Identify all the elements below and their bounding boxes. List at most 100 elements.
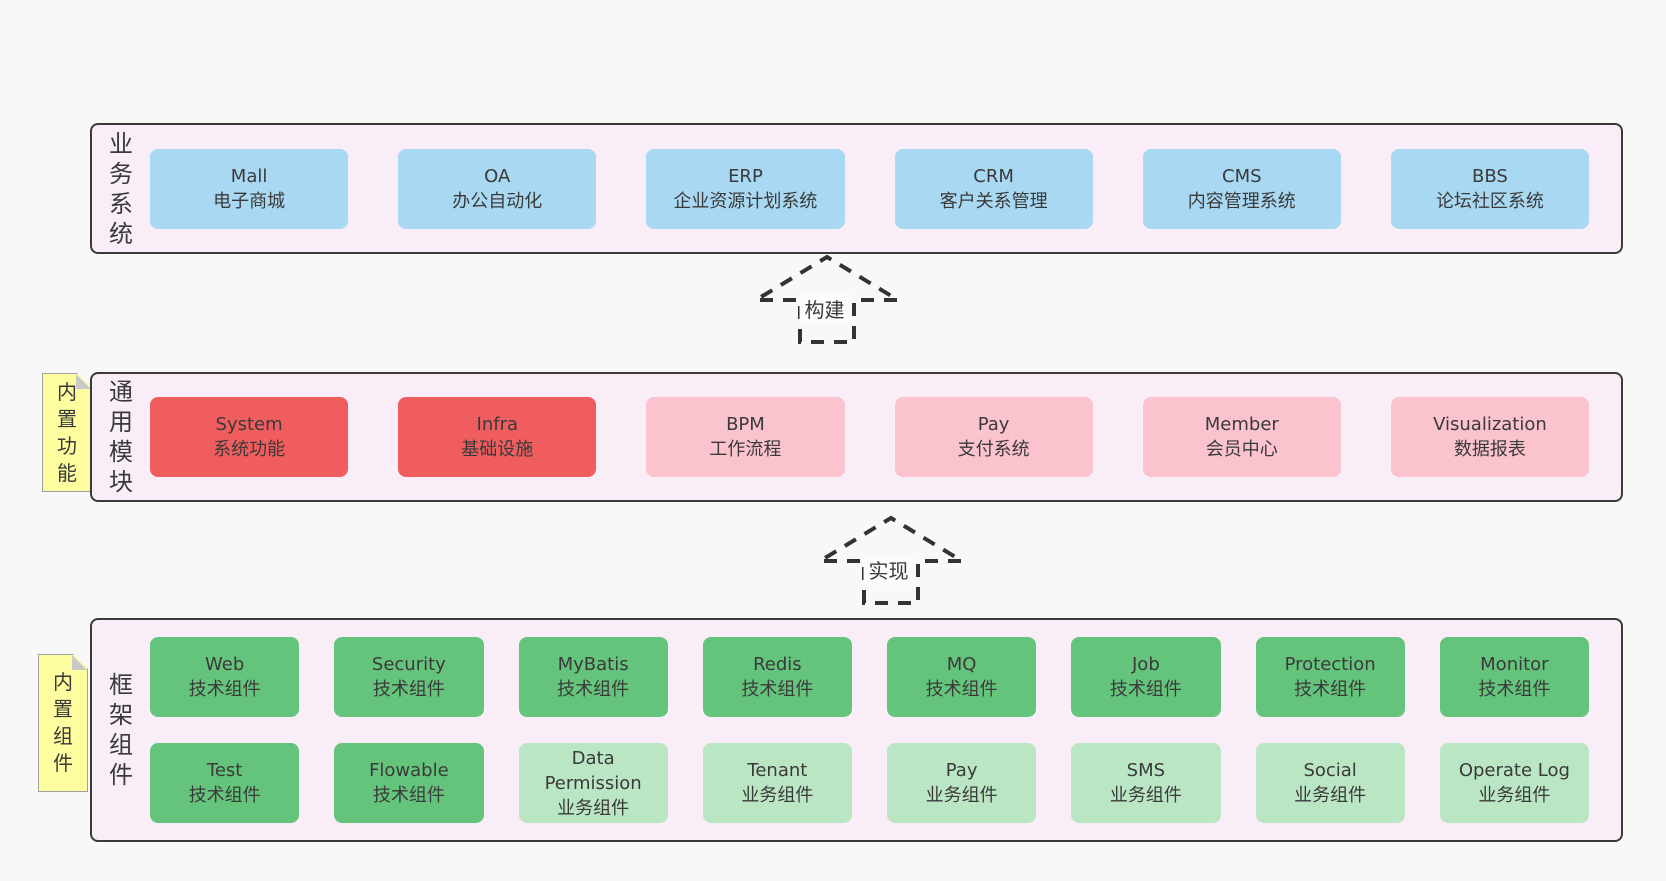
box-title: BBS [1472, 165, 1508, 187]
box-subtitle: 基础设施 [461, 439, 534, 460]
box-title: Mall [230, 165, 268, 187]
box-pay-business: Pay 业务组件 [887, 743, 1037, 823]
box-subtitle: 电子商城 [213, 190, 286, 212]
band-common-modules: 通用模块 System 系统功能 Infra 基础设施 BPM 工作流程 Pay [90, 372, 1623, 502]
box-title: CRM [973, 165, 1014, 187]
box-title: Pay [945, 760, 978, 781]
note-text: 内置组件 [53, 670, 73, 775]
box-subtitle: 内容管理系统 [1187, 190, 1296, 212]
box-subtitle: 办公自动化 [452, 190, 543, 212]
box-protection: Protection 技术组件 [1255, 637, 1405, 717]
box-subtitle: 技术组件 [372, 785, 445, 806]
box-subtitle: 业务组件 [557, 797, 630, 819]
band-business-boxes: Mall 电子商城 OA 办公自动化 ERP 企业资源计划系统 CRM 客户关系… [150, 148, 1621, 229]
box-subtitle: 技术组件 [372, 679, 445, 700]
box-subtitle: 技术组件 [1478, 679, 1551, 700]
box-security: Security 技术组件 [334, 637, 484, 717]
box-job: Job 技术组件 [1071, 637, 1221, 717]
box-subtitle: 业务组件 [1109, 785, 1182, 806]
band-modules-boxes: System 系统功能 Infra 基础设施 BPM 工作流程 Pay 支付系统… [150, 397, 1621, 477]
box-operate-log: Operate Log 业务组件 [1439, 743, 1589, 823]
sticky-note-builtin-features: 内置功能 [42, 373, 92, 492]
box-title: Security [371, 654, 446, 675]
box-tenant: Tenant 业务组件 [702, 743, 852, 823]
box-subtitle: 企业资源计划系统 [673, 190, 818, 212]
box-subtitle: 数据报表 [1453, 439, 1526, 460]
band-label: 通用模块 [92, 377, 150, 497]
box-subtitle: 技术组件 [188, 679, 261, 700]
box-title: CMS [1222, 165, 1262, 187]
box-subtitle: 论坛社区系统 [1435, 190, 1544, 212]
box-title: Web [205, 654, 245, 675]
band-framework-components: 框架组件 Web 技术组件 Security 技术组件 MyBatis 技术组件… [90, 618, 1623, 842]
box-test: Test 技术组件 [150, 743, 300, 823]
band-modules-title: 通用模块 [109, 378, 133, 496]
box-title: Member [1204, 414, 1279, 435]
band-framework-boxes: Web 技术组件 Security 技术组件 MyBatis 技术组件 Redi… [150, 637, 1621, 823]
box-sms: SMS 业务组件 [1071, 743, 1221, 823]
box-crm: CRM 客户关系管理 [894, 148, 1093, 229]
box-bbs: BBS 论坛社区系统 [1390, 148, 1590, 229]
box-title: Pay [977, 414, 1010, 435]
band-business-systems: 业务系统 Mall 电子商城 OA 办公自动化 ERP 企业资源计划系统 CRM [90, 123, 1623, 254]
box-monitor: Monitor 技术组件 [1439, 637, 1589, 717]
box-title: Job [1132, 654, 1160, 675]
box-data-permission: Data Permission 业务组件 [518, 743, 668, 823]
box-title: Flowable [369, 760, 449, 781]
box-cms: CMS 内容管理系统 [1142, 148, 1341, 229]
box-subtitle: 技术组件 [188, 785, 261, 806]
box-subtitle: 技术组件 [925, 679, 998, 700]
dashed-up-arrow-icon [752, 254, 902, 344]
sticky-note-builtin-components: 内置组件 [38, 654, 88, 792]
box-visualization: Visualization 数据报表 [1390, 397, 1590, 477]
box-web: Web 技术组件 [150, 637, 300, 717]
box-subtitle: 工作流程 [709, 439, 782, 460]
box-mq: MQ 技术组件 [887, 637, 1037, 717]
box-title: SMS [1126, 760, 1166, 781]
arrow-build-label: 构建 [799, 293, 850, 324]
band-framework-title: 框架组件 [109, 671, 133, 789]
box-infra: Infra 基础设施 [398, 397, 597, 477]
box-title: Data Permission [544, 747, 642, 794]
box-title: Operate Log [1458, 760, 1570, 781]
arrow-implement: 实现 [816, 514, 966, 606]
box-mybatis: MyBatis 技术组件 [518, 637, 668, 717]
box-subtitle: 支付系统 [957, 439, 1030, 460]
box-title: System [215, 414, 283, 435]
box-row: Mall 电子商城 OA 办公自动化 ERP 企业资源计划系统 CRM 客户关系… [150, 148, 1590, 229]
box-title: Visualization [1433, 414, 1547, 435]
box-title: BPM [726, 414, 765, 435]
box-member: Member 会员中心 [1142, 397, 1341, 477]
box-subtitle: 业务组件 [925, 785, 998, 806]
box-social: Social 业务组件 [1255, 743, 1405, 823]
box-redis: Redis 技术组件 [702, 637, 852, 717]
arrow-implement-label: 实现 [863, 554, 914, 585]
box-title: Protection [1284, 654, 1376, 675]
box-system: System 系统功能 [150, 397, 349, 477]
box-subtitle: 技术组件 [557, 679, 630, 700]
band-label: 框架组件 [92, 670, 150, 790]
box-subtitle: 技术组件 [1109, 679, 1182, 700]
box-pay: Pay 支付系统 [894, 397, 1093, 477]
box-bpm: BPM 工作流程 [646, 397, 845, 477]
box-erp: ERP 企业资源计划系统 [646, 148, 845, 229]
box-title: Redis [753, 654, 802, 675]
box-subtitle: 业务组件 [1478, 785, 1551, 806]
arrow-build: 构建 [752, 253, 902, 345]
box-subtitle: 系统功能 [213, 439, 286, 460]
box-row: Web 技术组件 Security 技术组件 MyBatis 技术组件 Redi… [150, 637, 1589, 717]
band-label: 业务系统 [92, 129, 150, 249]
box-subtitle: 技术组件 [741, 679, 814, 700]
box-title: Test [206, 760, 243, 781]
box-title: MQ [946, 654, 977, 675]
box-subtitle: 会员中心 [1205, 439, 1278, 460]
box-mall: Mall 电子商城 [150, 148, 349, 229]
box-row: System 系统功能 Infra 基础设施 BPM 工作流程 Pay 支付系统… [150, 397, 1590, 477]
box-flowable: Flowable 技术组件 [334, 743, 484, 823]
box-title: Infra [476, 414, 518, 435]
box-subtitle: 业务组件 [1294, 785, 1367, 806]
box-subtitle: 客户关系管理 [939, 190, 1048, 212]
box-subtitle: 业务组件 [741, 785, 814, 806]
box-subtitle: 技术组件 [1294, 679, 1367, 700]
box-title: OA [484, 165, 511, 187]
